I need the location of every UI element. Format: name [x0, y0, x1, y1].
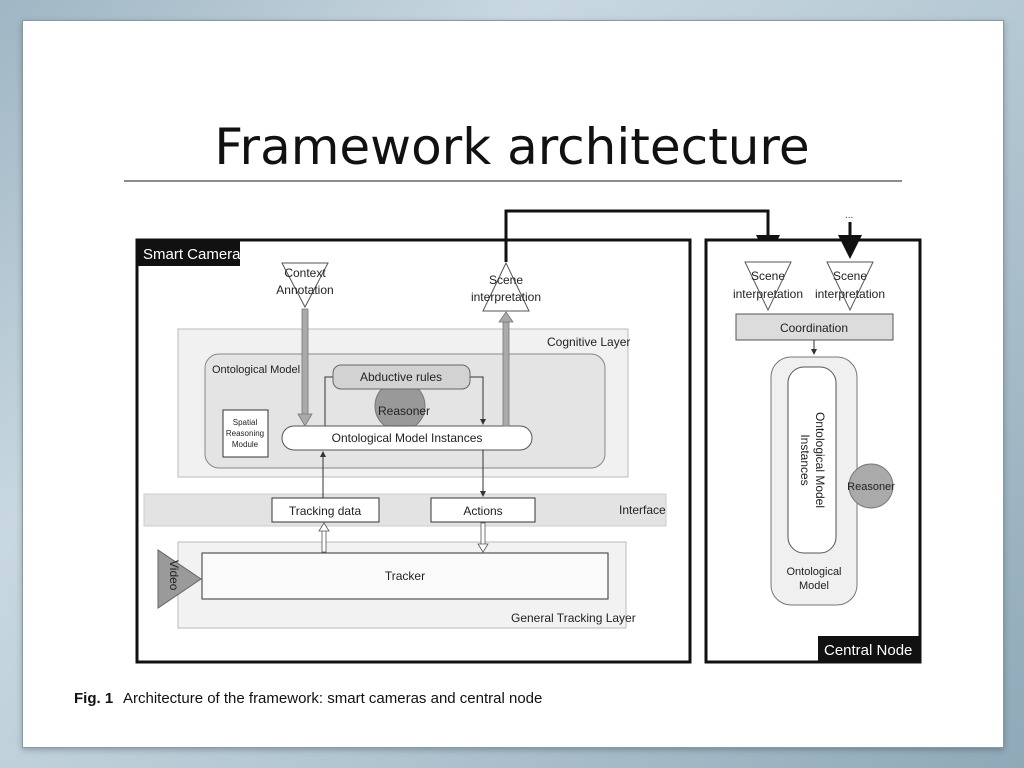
central-ontological-model-label-1: Ontological [786, 566, 841, 578]
context-annotation-label-1: Context [284, 266, 326, 280]
reasoner-label: Reasoner [378, 404, 430, 418]
interface-band [143, 493, 667, 527]
context-flow-arrowhead [297, 413, 313, 427]
tracker-label: Tracker [385, 569, 425, 583]
video-label: Video [167, 560, 181, 591]
actions-to-tracker-arrowhead [477, 543, 489, 553]
figure-caption-label: Fig. 1 [74, 690, 113, 707]
context-flow-arrow [301, 308, 309, 416]
central-instances-label-1: Ontological Model [813, 412, 827, 508]
architecture-figure: Smart Camera Cognitive Layer Ontological… [60, 184, 1002, 724]
central-scene-interpretation-1-label-1: Scene [751, 269, 785, 283]
spatial-reasoning-label-1: Spatial [233, 418, 258, 427]
actions-node [430, 497, 536, 523]
ontological-model-instances-label: Ontological Model Instances [332, 431, 483, 445]
figure-caption-text: Architecture of the framework: smart cam… [123, 690, 542, 707]
camera-to-central-connector [504, 209, 780, 262]
scene-interpretation-label-2: interpretation [471, 290, 541, 304]
central-reasoner-node [848, 463, 894, 509]
central-ontological-model-label-2: Model [799, 580, 829, 592]
scene-flow-arrowhead [498, 311, 514, 323]
video-node [157, 549, 202, 609]
abductive-loop-right [470, 376, 486, 425]
central-scene-interpretation-2-label-2: interpretation [815, 287, 885, 301]
ontological-model-instances-node [281, 425, 533, 451]
scene-interpretation-label-1: Scene [489, 273, 523, 287]
spatial-reasoning-label-3: Module [232, 440, 259, 449]
central-scene-interpretation-2 [826, 261, 874, 312]
abductive-rules-node [332, 364, 471, 390]
tracker-to-tracking-data-arrow [321, 529, 327, 553]
coordination-node [735, 313, 894, 341]
general-tracking-layer-label: General Tracking Layer [511, 611, 636, 625]
abductive-rules-label: Abductive rules [360, 370, 442, 384]
tracking-data-label: Tracking data [289, 504, 362, 518]
tracker-to-tracking-data-arrowhead [318, 522, 330, 532]
ontological-model-label: Ontological Model [212, 364, 300, 376]
spatial-reasoning-module [222, 409, 269, 458]
spatial-reasoning-label-2: Reasoning [226, 429, 264, 438]
title-divider [124, 180, 902, 182]
central-reasoner-label: Reasoner [847, 481, 895, 493]
tracking-data-node [271, 497, 380, 523]
architecture-diagram: Smart Camera Cognitive Layer Ontological… [74, 209, 922, 707]
coordination-label: Coordination [780, 321, 848, 335]
tracker-node [201, 552, 609, 600]
scene-flow-arrow [502, 321, 510, 427]
smart-camera-label: Smart Camera [143, 246, 241, 263]
interface-label: Interface [619, 503, 666, 517]
context-annotation-node [281, 262, 329, 309]
central-ellipsis: ... [845, 210, 853, 221]
central-scene-interpretation-1-label-2: interpretation [733, 287, 803, 301]
scene-interpretation-node [482, 261, 530, 312]
smart-camera-label-box [137, 240, 240, 266]
actions-to-tracker-arrow [480, 522, 486, 546]
context-annotation-label-2: Annotation [276, 283, 333, 297]
central-node-label-box [818, 636, 920, 662]
central-node-label: Central Node [824, 642, 912, 659]
actions-label: Actions [463, 504, 502, 518]
cognitive-layer-label: Cognitive Layer [547, 335, 630, 349]
slide-title: Framework architecture [214, 118, 810, 176]
central-instances-label-2: Instances [798, 434, 812, 485]
central-scene-interpretation-1 [744, 261, 792, 312]
central-scene-interpretation-2-label-1: Scene [833, 269, 867, 283]
central-ontological-model-instances-node [787, 366, 837, 554]
